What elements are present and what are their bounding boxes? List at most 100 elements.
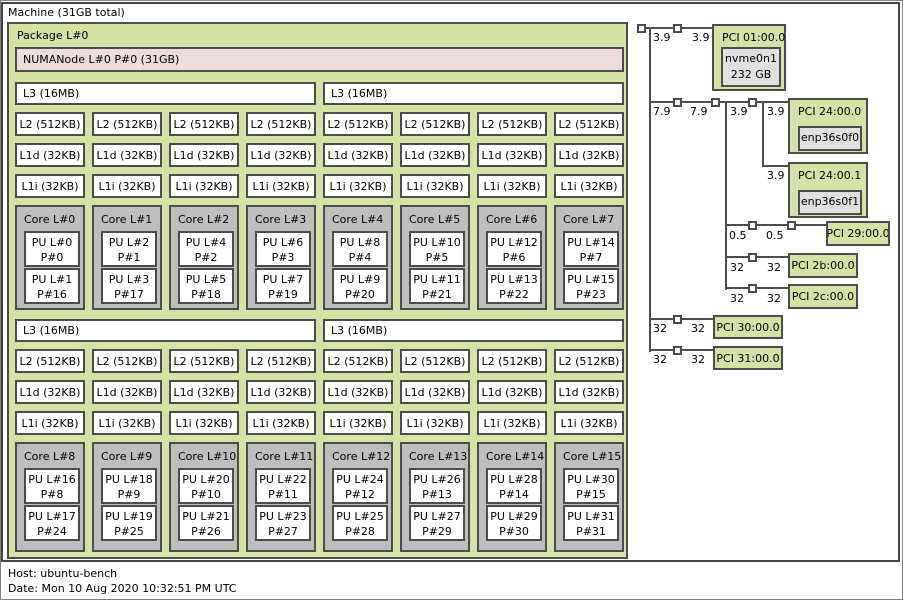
pci-device-box: PCI 29:00.0: [826, 221, 890, 246]
pci-link-speed: 32: [691, 353, 705, 366]
pci-link-speed: 7.9: [653, 105, 671, 118]
core-label: Core L#10: [178, 450, 237, 463]
l1i-cache-box: L1i (32KB): [92, 174, 162, 198]
l2-cache-box: L2 (512KB): [323, 349, 393, 373]
pu-logical-label: PU L#30: [567, 473, 615, 486]
pu-logical-label: PU L#14: [567, 236, 615, 249]
pu-logical-label: PU L#1: [31, 273, 73, 286]
pci-bridge-square: [673, 24, 682, 33]
pu-logical-label: PU L#21: [182, 510, 230, 523]
pu-physical-label: P#30: [499, 525, 529, 538]
pu-physical-label: P#8: [40, 488, 64, 501]
l1i-cache-box: L1i (32KB): [92, 411, 162, 435]
l2-cache-box: L2 (512KB): [15, 112, 85, 136]
l1d-cache-box: L1d (32KB): [92, 380, 162, 404]
pu-physical-label: P#9: [117, 488, 141, 501]
pci-bridge-square: [748, 284, 757, 293]
pci-device-label: PCI 01:00.0: [722, 31, 786, 44]
pu-physical-label: P#16: [37, 288, 67, 301]
l2-cache-box: L2 (512KB): [477, 349, 547, 373]
pci-link-speed: 3.9: [692, 31, 710, 44]
l1d-cache-box: L1d (32KB): [554, 143, 624, 167]
pu-logical-label: PU L#24: [336, 473, 384, 486]
core-label: Core L#11: [255, 450, 314, 463]
package-box: Package L#0 NUMANode L#0 P#0 (31GB) L3 (…: [7, 22, 628, 559]
pci-bridge-square: [673, 98, 682, 107]
os-device-box: enp36s0f1: [798, 190, 862, 215]
pu-logical-label: PU L#5: [185, 273, 227, 286]
l1i-cache-box: L1i (32KB): [400, 174, 470, 198]
pci-link-speed: 32: [653, 353, 667, 366]
l2-cache-box: L2 (512KB): [246, 349, 316, 373]
pci-bridge-square: [748, 221, 757, 230]
machine-label: Machine (31GB total): [8, 6, 125, 19]
pci-device-box: PCI 31:00.0: [713, 346, 783, 370]
l1d-cache-box: L1d (32KB): [169, 380, 239, 404]
l1d-cache-box: L1d (32KB): [400, 143, 470, 167]
l1d-cache-box: L1d (32KB): [15, 143, 85, 167]
pci-link-speed: 32: [767, 292, 781, 305]
l3-cache-box: L3 (16MB): [15, 319, 316, 342]
l2-cache-box: L2 (512KB): [554, 112, 624, 136]
pci-link-speed: 7.9: [690, 105, 708, 118]
pu-logical-label: PU L#9: [339, 273, 381, 286]
pu-physical-label: P#1: [117, 251, 141, 264]
core-label: Core L#7: [563, 213, 615, 226]
pu-physical-label: P#26: [191, 525, 221, 538]
pci-link-line: [726, 287, 788, 289]
core-label: Core L#3: [255, 213, 307, 226]
core-label: Core L#14: [486, 450, 545, 463]
pu-physical-label: P#17: [114, 288, 144, 301]
pci-bridge-square: [637, 24, 646, 33]
l1d-cache-box: L1d (32KB): [400, 380, 470, 404]
l3-cache-box: L3 (16MB): [15, 82, 316, 105]
pu-physical-label: P#20: [345, 288, 375, 301]
pu-physical-label: P#19: [268, 288, 298, 301]
pu-physical-label: P#6: [502, 251, 526, 264]
pu-physical-label: P#31: [576, 525, 606, 538]
pu-logical-label: PU L#10: [413, 236, 461, 249]
pu-logical-label: PU L#15: [567, 273, 615, 286]
pu-physical-label: P#25: [114, 525, 144, 538]
pu-logical-label: PU L#31: [567, 510, 615, 523]
l1i-cache-box: L1i (32KB): [169, 411, 239, 435]
os-device-label: enp36s0f0: [800, 131, 860, 144]
pu-physical-label: P#24: [37, 525, 67, 538]
package-label: Package L#0: [17, 29, 89, 42]
pci-link-line: [649, 27, 651, 352]
pu-physical-label: P#2: [194, 251, 218, 264]
os-device-label: nvme0n1: [725, 52, 777, 65]
pu-logical-label: PU L#16: [28, 473, 76, 486]
l1d-cache-box: L1d (32KB): [477, 143, 547, 167]
pci-link-line: [726, 224, 826, 226]
pu-physical-label: P#14: [499, 488, 529, 501]
pu-physical-label: P#29: [422, 525, 452, 538]
l1i-cache-box: L1i (32KB): [400, 411, 470, 435]
pci-bridge-square: [673, 346, 682, 355]
pci-link-line: [726, 256, 788, 258]
l1d-cache-box: L1d (32KB): [169, 143, 239, 167]
